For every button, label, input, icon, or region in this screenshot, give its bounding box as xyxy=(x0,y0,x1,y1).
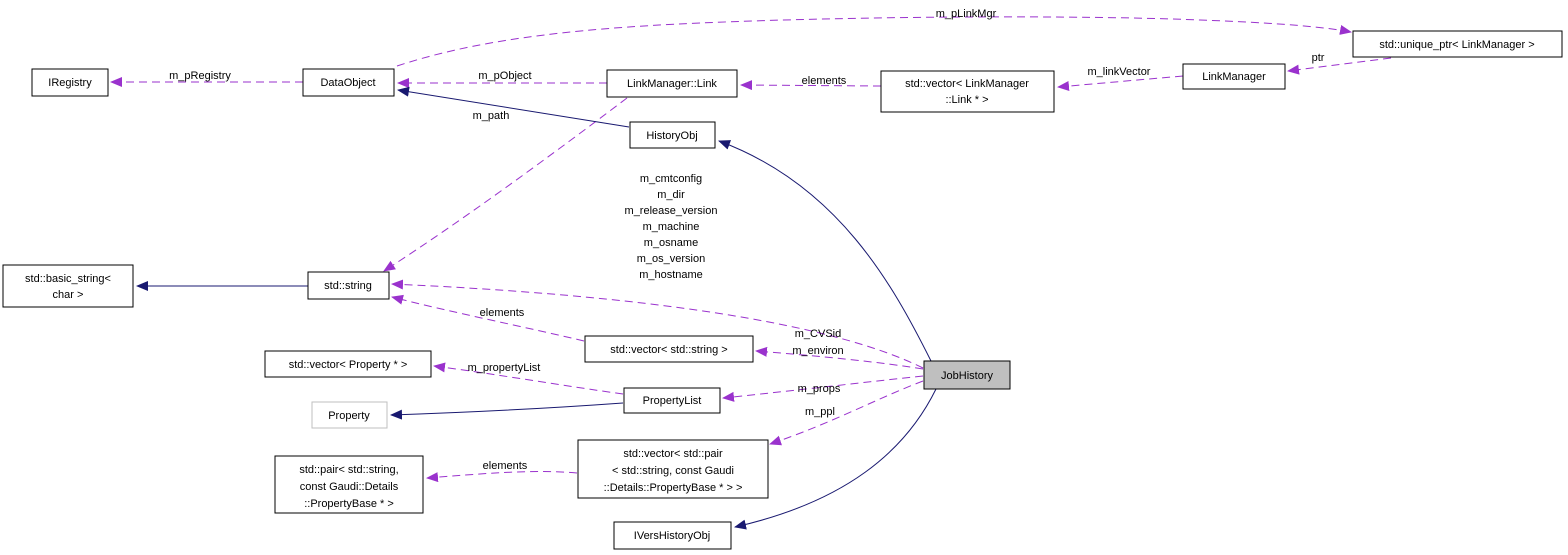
node-label: std::basic_string< xyxy=(25,273,111,285)
edge-label-string-member: m_machine xyxy=(643,221,700,233)
edge-label-string-member: m_os_version xyxy=(637,253,705,265)
node-historyobj[interactable]: HistoryObj xyxy=(629,121,716,149)
edge-label-ptr: ptr xyxy=(1312,52,1325,64)
node-label: LinkManager::Link xyxy=(627,78,717,90)
node-vector-string[interactable]: std::vector< std::string > xyxy=(584,335,754,363)
edge-vecstring-members xyxy=(755,346,924,370)
edge-label-vecstring-member: m_CVSid xyxy=(795,328,841,340)
node-label: std::vector< Property * > xyxy=(289,359,408,371)
edge-label-string-member: m_hostname xyxy=(639,269,703,281)
node-label: HistoryObj xyxy=(646,130,697,142)
node-box[interactable] xyxy=(2,264,134,308)
edge-label-elements-strings: elements xyxy=(480,307,525,319)
node-box[interactable] xyxy=(606,69,738,98)
node-label: char > xyxy=(53,289,84,301)
node-linkmanager[interactable]: LinkManager xyxy=(1182,63,1286,90)
node-iregistry[interactable]: IRegistry xyxy=(31,68,109,97)
node-label: IRegistry xyxy=(48,77,92,89)
node-label: std::vector< LinkManager xyxy=(905,78,1029,90)
edge-label-m-pregistry: m_pRegistry xyxy=(169,70,231,82)
edge-label-m-linkvector: m_linkVector xyxy=(1088,66,1151,78)
node-label: ::Link * > xyxy=(945,94,988,106)
node-unique-ptr-linkmanager[interactable]: std::unique_ptr< LinkManager > xyxy=(1352,30,1563,58)
edge-m-ppl xyxy=(769,380,924,446)
node-jobhistory[interactable]: JobHistory xyxy=(923,360,1011,390)
edge-jobhistory-historyobj xyxy=(718,140,932,362)
edge-m-props xyxy=(722,375,924,402)
edge-jobhistory-ivershistoryobj xyxy=(734,388,937,530)
node-label: PropertyList xyxy=(643,395,702,407)
edge-label-string-member: m_dir xyxy=(657,189,685,201)
node-box[interactable] xyxy=(311,401,388,429)
node-label: DataObject xyxy=(320,77,375,89)
node-box[interactable] xyxy=(880,70,1055,113)
edge-label-m-ppl: m_ppl xyxy=(805,406,835,418)
node-box[interactable] xyxy=(1182,63,1286,90)
edge-label-elements-links: elements xyxy=(802,75,847,87)
node-label: < std::string, const Gaudi xyxy=(612,465,734,477)
node-box[interactable] xyxy=(274,455,424,514)
node-label: JobHistory xyxy=(941,370,993,382)
node-label: LinkManager xyxy=(1202,71,1266,83)
node-box[interactable] xyxy=(1352,30,1563,58)
edge-string-members xyxy=(391,279,924,369)
node-box[interactable] xyxy=(302,68,395,97)
node-basic-string[interactable]: std::basic_string< char > xyxy=(2,264,134,308)
node-label: ::Details::PropertyBase * > > xyxy=(604,482,743,494)
edge-m-linkvector xyxy=(1057,75,1184,92)
node-vector-pair[interactable]: std::vector< std::pair < std::string, co… xyxy=(577,439,769,499)
edge-historyobj-dataobject xyxy=(397,86,630,128)
node-box[interactable] xyxy=(307,271,390,300)
node-label: IVersHistoryObj xyxy=(634,530,710,542)
node-dataobject[interactable]: DataObject xyxy=(302,68,395,97)
node-box[interactable] xyxy=(623,387,721,414)
node-box[interactable] xyxy=(613,521,732,550)
edge-label-m-path: m_path xyxy=(473,110,510,122)
node-pair-string-propertybase[interactable]: std::pair< std::string, const Gaudi::Det… xyxy=(274,455,424,514)
edge-label-elements-pairs: elements xyxy=(483,460,528,472)
node-box[interactable] xyxy=(31,68,109,97)
edge-m-path xyxy=(383,97,628,272)
node-box[interactable] xyxy=(629,121,716,149)
edge-elements-links xyxy=(740,80,882,91)
edge-ptr xyxy=(1287,57,1392,75)
node-label: std::pair< std::string, xyxy=(299,464,398,476)
node-label: std::vector< std::string > xyxy=(610,344,727,356)
edge-m-plinkmgr xyxy=(396,16,1352,67)
node-label: std::unique_ptr< LinkManager > xyxy=(1379,39,1534,51)
edge-propertylist-property xyxy=(390,402,624,420)
node-vector-property[interactable]: std::vector< Property * > xyxy=(264,350,432,378)
node-linkmanager-link[interactable]: LinkManager::Link xyxy=(606,69,738,98)
node-std-string[interactable]: std::string xyxy=(307,271,390,300)
node-ivershistoryobj[interactable]: IVersHistoryObj xyxy=(613,521,732,550)
edge-label-vecstring-member: m_environ xyxy=(792,345,843,357)
node-label: Property xyxy=(328,410,370,422)
node-propertylist[interactable]: PropertyList xyxy=(623,387,721,414)
node-box[interactable] xyxy=(923,360,1011,390)
edge-label-m-plinkmgr: m_pLinkMgr xyxy=(936,8,997,20)
edge-label-m-propertylist: m_propertyList xyxy=(468,362,541,374)
node-label: std::vector< std::pair xyxy=(623,448,723,460)
node-label: const Gaudi::Details xyxy=(300,481,399,493)
edge-label-string-member: m_osname xyxy=(644,237,698,249)
edge-label-string-member: m_cmtconfig xyxy=(640,173,702,185)
edge-label-string-member: m_release_version xyxy=(625,205,718,217)
node-box[interactable] xyxy=(264,350,432,378)
node-property[interactable]: Property xyxy=(311,401,388,429)
edge-label-m-props: m_props xyxy=(798,383,841,395)
node-box[interactable] xyxy=(577,439,769,499)
edge-m-propertylist xyxy=(433,362,624,395)
node-label: std::string xyxy=(324,280,372,292)
node-vector-linkmanager-link[interactable]: std::vector< LinkManager ::Link * > xyxy=(880,70,1055,113)
edge-elements-pairs xyxy=(426,471,578,483)
edge-elements-strings xyxy=(391,294,585,342)
node-box[interactable] xyxy=(584,335,754,363)
edge-label-m-pobject: m_pObject xyxy=(478,70,531,82)
node-label: ::PropertyBase * > xyxy=(304,498,394,510)
